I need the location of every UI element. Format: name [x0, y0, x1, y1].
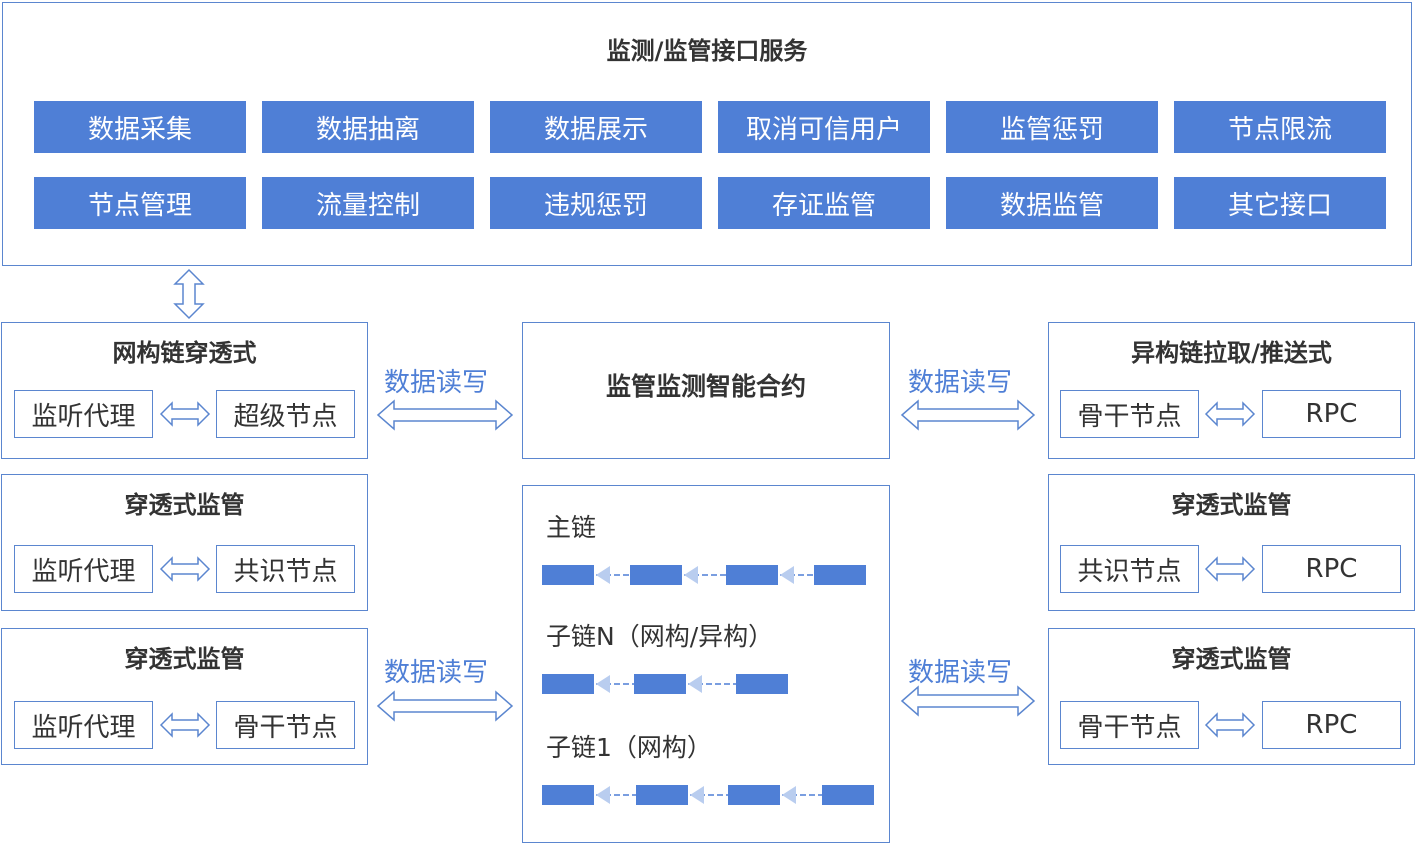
right-panel-3-title: 穿透式监管 — [1171, 645, 1292, 673]
right-panel-2-title: 穿透式监管 — [1171, 491, 1292, 519]
btn-evidence-supervision[interactable]: 存证监管 — [718, 177, 930, 229]
chain-arrowhead-icon — [688, 675, 702, 693]
left-panel-1-title: 网构链穿透式 — [112, 339, 257, 367]
chain-block — [542, 785, 594, 805]
chain-arrowhead-icon — [690, 786, 704, 804]
chains-layer — [542, 565, 874, 805]
small-double-arrow-icon — [159, 712, 211, 738]
small-double-arrow-icon — [159, 401, 211, 427]
btn-violation-penalty[interactable]: 违规惩罚 — [490, 177, 702, 229]
chain-block — [728, 785, 780, 805]
sub-chain-n-label: 子链N（网构/异构） — [546, 622, 774, 651]
data-rw-label-left-bottom: 数据读写 — [384, 658, 489, 688]
data-rw-arrow-icon — [376, 690, 514, 722]
small-double-arrow-icon — [1204, 401, 1256, 427]
chain-block — [726, 565, 778, 585]
btn-revoke-trusted-user[interactable]: 取消可信用户 — [718, 101, 930, 153]
chain-arrowhead-icon — [596, 566, 610, 584]
left-panel-2-node: 共识节点 — [216, 545, 355, 593]
main-chain-label: 主链 — [546, 513, 597, 542]
chain-block — [630, 565, 682, 585]
small-double-arrow-icon — [1204, 712, 1256, 738]
right-panel-1-rpc: RPC — [1262, 390, 1401, 438]
right-panel-2-rpc: RPC — [1262, 545, 1401, 593]
btn-traffic-control[interactable]: 流量控制 — [262, 177, 474, 229]
smart-contract-title: 监管监测智能合约 — [605, 372, 806, 401]
chain-block — [736, 674, 788, 694]
chain-block — [542, 565, 594, 585]
left-panel-3-agent: 监听代理 — [14, 701, 153, 749]
chain-block — [542, 674, 594, 694]
right-panel-3-rpc: RPC — [1262, 701, 1401, 749]
left-panel-3-node: 骨干节点 — [216, 701, 355, 749]
data-rw-arrow-icon — [900, 399, 1036, 431]
sub-chain-1-label: 子链1（网构） — [546, 733, 712, 762]
small-double-arrow-icon — [159, 556, 211, 582]
chain-block — [814, 565, 866, 585]
chain-block — [634, 674, 686, 694]
small-double-arrow-icon — [1204, 556, 1256, 582]
left-panel-2-agent: 监听代理 — [14, 545, 153, 593]
chain-arrowhead-icon — [596, 786, 610, 804]
btn-node-management[interactable]: 节点管理 — [34, 177, 246, 229]
chain-block — [822, 785, 874, 805]
data-rw-arrow-icon — [376, 399, 514, 431]
btn-data-supervision[interactable]: 数据监管 — [946, 177, 1158, 229]
btn-other-interfaces[interactable]: 其它接口 — [1174, 177, 1386, 229]
btn-node-rate-limit[interactable]: 节点限流 — [1174, 101, 1386, 153]
chain-arrowhead-icon — [684, 566, 698, 584]
data-rw-label-right-bottom: 数据读写 — [908, 658, 1013, 688]
chain-arrowhead-icon — [780, 566, 794, 584]
right-panel-1-title: 异构链拉取/推送式 — [1131, 339, 1332, 367]
data-rw-label-right-top: 数据读写 — [908, 368, 1013, 398]
chain-arrowhead-icon — [782, 786, 796, 804]
btn-data-display[interactable]: 数据展示 — [490, 101, 702, 153]
btn-data-extract[interactable]: 数据抽离 — [262, 101, 474, 153]
left-panel-1-node: 超级节点 — [216, 390, 355, 438]
data-rw-arrow-icon — [900, 685, 1036, 717]
chain-box — [522, 485, 890, 843]
chain-arrowhead-icon — [596, 675, 610, 693]
interface-service-title: 监测/监管接口服务 — [606, 37, 808, 65]
left-panel-1-agent: 监听代理 — [14, 390, 153, 438]
chain-block — [636, 785, 688, 805]
btn-data-collect[interactable]: 数据采集 — [34, 101, 246, 153]
left-panel-3-title: 穿透式监管 — [124, 645, 245, 673]
right-panel-3-node: 骨干节点 — [1060, 701, 1199, 749]
right-panel-1-node: 骨干节点 — [1060, 390, 1199, 438]
vertical-double-arrow-icon — [173, 268, 205, 320]
smart-contract-box: 监管监测智能合约 — [522, 322, 890, 459]
data-rw-label-left-top: 数据读写 — [384, 368, 489, 398]
left-panel-2-title: 穿透式监管 — [124, 491, 245, 519]
btn-regulatory-penalty[interactable]: 监管惩罚 — [946, 101, 1158, 153]
right-panel-2-node: 共识节点 — [1060, 545, 1199, 593]
